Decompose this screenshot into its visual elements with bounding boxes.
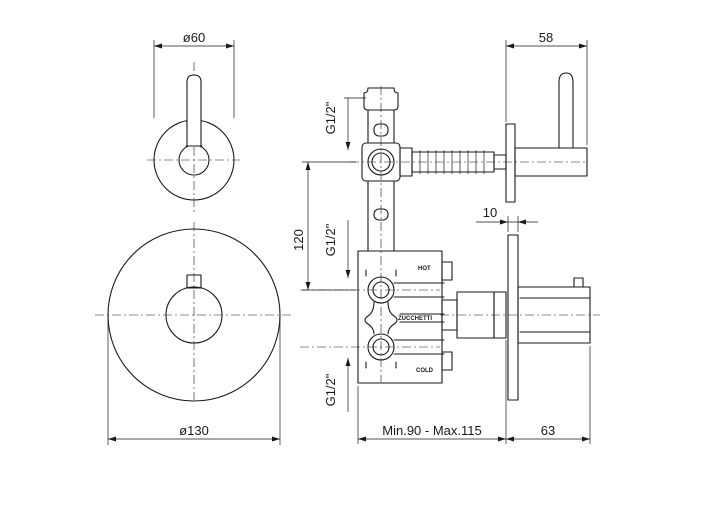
- cartridge: [440, 291, 600, 339]
- thread-mid-label: G1/2": [323, 223, 338, 256]
- front-dia-label: ø130: [179, 423, 209, 438]
- thread-bottom-label: G1/2": [323, 373, 338, 406]
- handle-length-label: 63: [541, 423, 555, 438]
- small-rosette-view: [147, 62, 240, 214]
- dimension-spacing: 120: [291, 161, 356, 291]
- upper-valve: [350, 148, 585, 176]
- dimension-handle-depth: 58: [505, 30, 588, 145]
- front-plate-knob: [507, 234, 591, 401]
- depth-range-label: Min.90 - Max.115: [382, 423, 481, 438]
- threaded-spindle: [399, 147, 507, 177]
- valve-body: HOT ZUCCHETTI COLD: [357, 250, 453, 384]
- dimension-plate-thickness: 10: [476, 205, 538, 232]
- spacing-label: 120: [291, 229, 306, 251]
- dimension-depth-range: Min.90 - Max.115 63: [357, 340, 591, 444]
- cold-label: COLD: [416, 368, 434, 374]
- pipe-column: [361, 86, 401, 382]
- hot-label: HOT: [418, 266, 431, 272]
- upper-plate-lever: [505, 72, 588, 203]
- dimension-top-dia: ø60: [153, 30, 235, 118]
- top-dia-label: ø60: [183, 30, 205, 45]
- handle-depth-label: 58: [539, 30, 553, 45]
- brand-label: ZUCCHETTI: [398, 316, 432, 322]
- dimension-front-dia: ø130: [107, 315, 281, 445]
- plate-thickness-label: 10: [483, 205, 497, 220]
- large-rosette-view: [95, 222, 292, 402]
- dimension-threads: G1/2" G1/2" G1/2": [323, 97, 366, 412]
- thread-top-label: G1/2": [323, 101, 338, 134]
